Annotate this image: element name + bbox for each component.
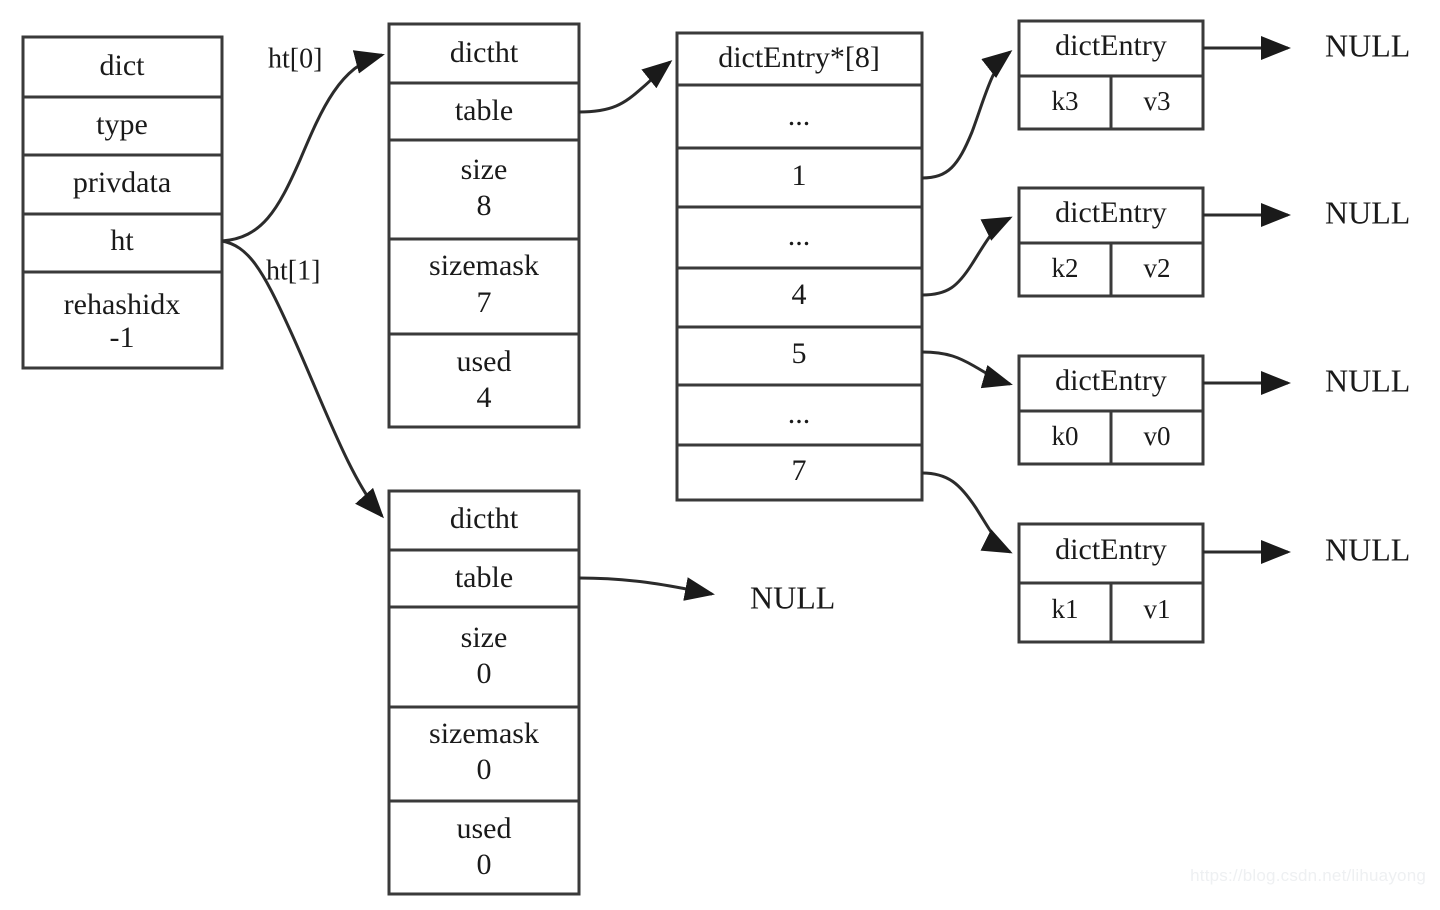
table1-to-null-arrow [578, 576, 715, 601]
dict-entry-4-null-label: NULL [1325, 531, 1410, 567]
dictht1-value-used: 0 [477, 848, 492, 881]
dictht1-box: dictht table size 0 sizemask 0 used 0 [387, 489, 581, 896]
dictht0-field-used: used [457, 345, 512, 378]
dict-entry-1-value: v3 [1144, 86, 1171, 116]
bucket-slot-0: ... [788, 99, 811, 132]
dict-struct-box: dict type privdata ht rehashidx -1 [21, 35, 224, 370]
bucket-slot-1: 1 [792, 159, 807, 192]
dictht1-value-sizemask: 0 [477, 753, 492, 786]
dictht1-value-size: 0 [477, 657, 492, 690]
dict-entry-3: dictEntry k0 v0 NULL [1017, 354, 1410, 466]
bucket-array-box: dictEntry*[8] ... 1 ... 4 5 ... 7 [675, 31, 924, 502]
bucket-array-title: dictEntry*[8] [718, 41, 880, 74]
dict-entry-4-key: k1 [1052, 594, 1079, 624]
dict-field-privdata: privdata [73, 166, 171, 199]
bucket-slot-4: 5 [792, 337, 807, 370]
bucket-to-entry-connectors [921, 50, 1013, 554]
dictht0-field-size: size [461, 153, 508, 186]
bucket7-to-entry4-arrow [921, 471, 1013, 554]
dict-entry-3-value: v0 [1144, 421, 1171, 451]
watermark-text: https://blog.csdn.net/lihuayong [1190, 866, 1426, 885]
dict-entry-4: dictEntry k1 v1 NULL [1017, 522, 1410, 644]
dictht0-value-size: 8 [477, 189, 492, 222]
dict-field-ht: ht [110, 224, 134, 257]
table1-null-label: NULL [750, 579, 835, 615]
dictht1-field-table: table [455, 561, 513, 594]
dict-entry-2: dictEntry k2 v2 NULL [1017, 186, 1410, 298]
dict-entry-1: dictEntry k3 v3 NULL [1017, 19, 1410, 131]
dictht0-box: dictht table size 8 sizemask 7 used 4 [387, 22, 581, 429]
bucket5-to-entry3-arrow [921, 350, 1013, 389]
dict-entry-3-null-label: NULL [1325, 362, 1410, 398]
dict-entry-1-null-label: NULL [1325, 27, 1410, 63]
dict-entry-1-key: k3 [1052, 86, 1079, 116]
bucket-slot-2: ... [788, 219, 811, 252]
dictht1-table-null: NULL [578, 576, 835, 615]
dict-entry-1-title: dictEntry [1055, 29, 1167, 62]
dict-field-type: type [96, 108, 148, 141]
dictht0-value-used: 4 [477, 381, 492, 414]
dictht1-field-used: used [457, 812, 512, 845]
bucket1-to-entry1-arrow [921, 50, 1013, 180]
dict-entry-3-title: dictEntry [1055, 364, 1167, 397]
dict-struct-title: dict [100, 49, 146, 82]
table0-to-bucket-array-arrow [578, 60, 673, 114]
ht0-arrow [221, 50, 385, 243]
bucket-slot-6: 7 [792, 454, 807, 487]
bucket-slot-5: ... [788, 397, 811, 430]
dict-entry-4-value: v1 [1144, 594, 1171, 624]
ht-connectors: ht[0] ht[1] [221, 43, 385, 519]
dictht0-field-sizemask: sizemask [429, 249, 539, 282]
dictht0-title: dictht [450, 36, 519, 69]
dictht0-field-table: table [455, 94, 513, 127]
dict-entry-2-value: v2 [1144, 253, 1171, 283]
bucket-slot-3: 4 [792, 278, 807, 311]
dictht1-field-size: size [461, 621, 508, 654]
ht0-edge-label: ht[0] [268, 43, 322, 74]
dictht1-field-sizemask: sizemask [429, 717, 539, 750]
dictht0-value-sizemask: 7 [477, 286, 492, 319]
ht1-arrow [221, 239, 384, 519]
ht1-edge-label: ht[1] [266, 255, 320, 286]
dictht1-title: dictht [450, 502, 519, 535]
dict-entry-3-key: k0 [1052, 421, 1079, 451]
dict-entry-4-title: dictEntry [1055, 533, 1167, 566]
dict-entry-2-null-label: NULL [1325, 194, 1410, 230]
dict-value-rehashidx: -1 [110, 321, 135, 354]
bucket4-to-entry2-arrow [921, 216, 1013, 297]
dict-entry-2-key: k2 [1052, 253, 1079, 283]
dict-entry-2-title: dictEntry [1055, 196, 1167, 229]
dict-field-rehashidx: rehashidx [64, 288, 181, 321]
